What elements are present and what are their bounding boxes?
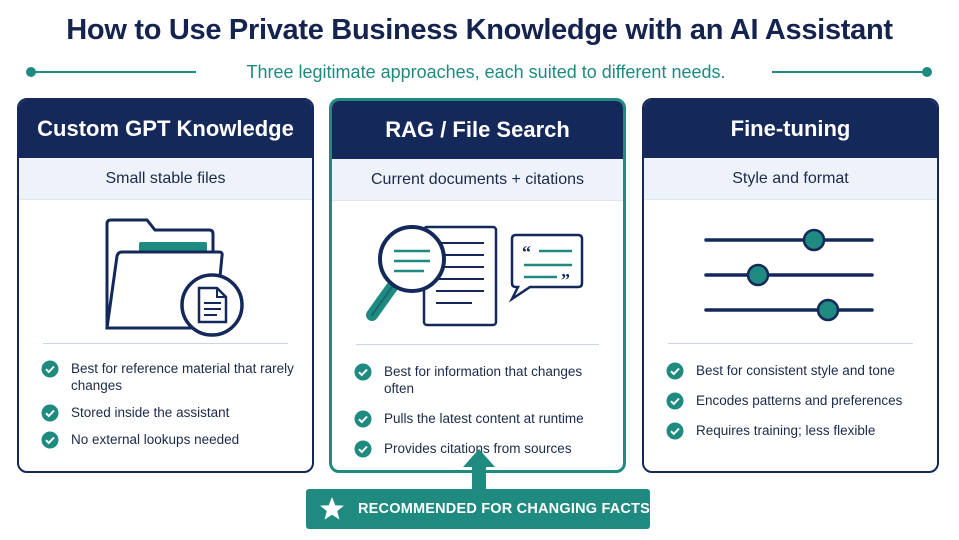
bullet-text: Provides citations from sources [384, 441, 572, 456]
star-icon [320, 497, 344, 520]
list-item: Requires training; less flexible [666, 422, 923, 440]
check-icon [41, 404, 59, 422]
bullet-list: Best for reference material that rarely … [41, 360, 298, 458]
list-item: Encodes patterns and preferences [666, 392, 923, 410]
bullet-list: Best for consistent style and tone Encod… [666, 362, 923, 452]
badge-label: RECOMMENDED FOR CHANGING FACTS [358, 501, 650, 517]
bullet-text: Best for information that changes often [384, 364, 583, 396]
card-custom-gpt-knowledge: Custom GPT Knowledge Small stable files … [17, 98, 314, 473]
list-item: Best for reference material that rarely … [41, 360, 298, 394]
bullet-text: Encodes patterns and preferences [696, 393, 903, 408]
folder-document-icon [19, 200, 312, 340]
card-title: RAG / File Search [332, 101, 623, 159]
list-item: Pulls the latest content at runtime [354, 410, 609, 428]
list-item: Best for consistent style and tone [666, 362, 923, 380]
card-divider [356, 344, 599, 345]
card-title: Fine-tuning [644, 100, 937, 158]
bullet-text: Pulls the latest content at runtime [384, 411, 584, 426]
svg-text:”: ” [561, 270, 570, 290]
arrow-up-icon [463, 449, 495, 491]
card-divider [668, 343, 913, 344]
check-icon [354, 363, 372, 381]
card-title: Custom GPT Knowledge [19, 100, 312, 158]
check-icon [666, 422, 684, 440]
bullet-text: Best for reference material that rarely … [71, 361, 294, 393]
card-fine-tuning: Fine-tuning Style and format Best for co… [642, 98, 939, 473]
card-subtitle: Small stable files [19, 158, 312, 200]
check-icon [354, 410, 372, 428]
recommended-badge: RECOMMENDED FOR CHANGING FACTS [306, 489, 650, 529]
bullet-text: No external lookups needed [71, 432, 240, 447]
page-title: How to Use Private Business Knowledge wi… [66, 14, 893, 46]
check-icon [666, 392, 684, 410]
subtitle-row: Three legitimate approaches, each suited… [26, 60, 932, 84]
bullet-text: Best for consistent style and tone [696, 363, 895, 378]
card-divider [43, 343, 288, 344]
list-item: Provides citations from sources [354, 440, 609, 458]
sliders-icon [644, 200, 937, 340]
svg-text:“: “ [522, 242, 531, 262]
bullet-text: Requires training; less flexible [696, 423, 876, 438]
check-icon [41, 431, 59, 449]
card-subtitle: Current documents + citations [332, 159, 623, 201]
check-icon [41, 360, 59, 378]
magnifier-document-quote-icon: “ ” [332, 201, 623, 341]
card-subtitle: Style and format [644, 158, 937, 200]
list-item: Best for information that changes often [354, 363, 609, 397]
subtitle-line-right [772, 71, 928, 73]
subtitle-dot-right [922, 67, 932, 77]
bullet-text: Stored inside the assistant [71, 405, 230, 420]
subtitle-line-left [30, 71, 196, 73]
list-item: Stored inside the assistant [41, 404, 298, 422]
list-item: No external lookups needed [41, 431, 298, 449]
card-rag-file-search: RAG / File Search Current documents + ci… [329, 98, 626, 473]
check-icon [354, 440, 372, 458]
check-icon [666, 362, 684, 380]
bullet-list: Best for information that changes often … [354, 363, 609, 470]
page-subtitle: Three legitimate approaches, each suited… [246, 62, 726, 82]
